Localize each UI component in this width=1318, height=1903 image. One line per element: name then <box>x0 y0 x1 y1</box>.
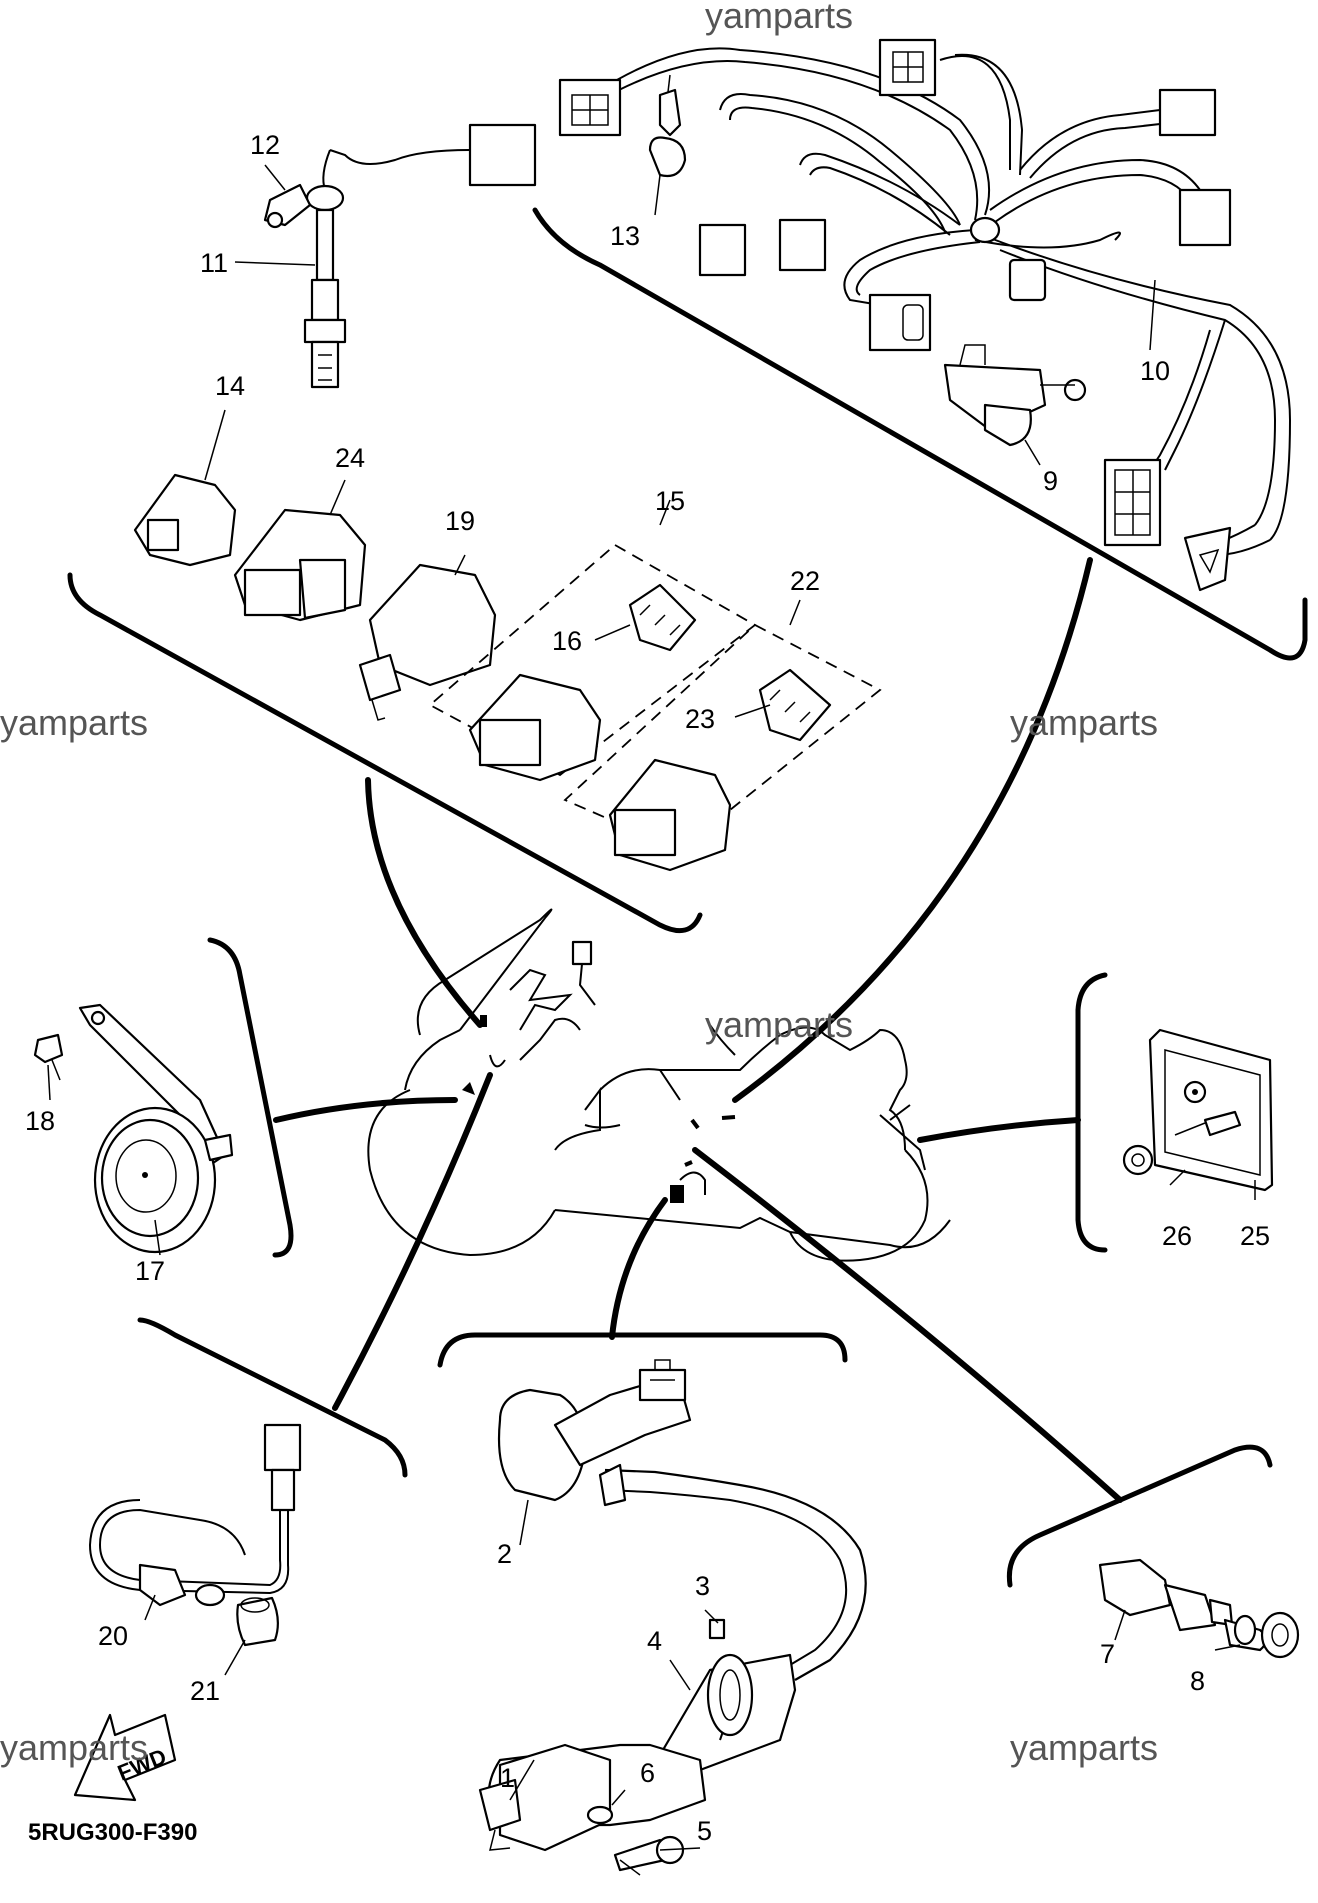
part-label-18: 18 <box>25 1106 55 1136</box>
leader-lamp <box>917 1117 1081 1143</box>
part-label-25: 25 <box>1240 1221 1270 1251</box>
watermark: yamparts <box>1010 702 1158 743</box>
part-label-21: 21 <box>190 1676 220 1706</box>
leader-wire <box>332 1072 493 1411</box>
wiring-harness-icon <box>329 38 1292 592</box>
group-panel-coil <box>437 1332 848 1368</box>
part-label-2: 2 <box>497 1539 512 1569</box>
group-panel-wire <box>137 1317 408 1478</box>
part-label-7: 7 <box>1100 1639 1115 1669</box>
part-label-4: 4 <box>647 1626 662 1656</box>
part-label-12: 12 <box>250 130 280 160</box>
part-label-8: 8 <box>1190 1666 1205 1696</box>
watermark: yamparts <box>0 702 148 743</box>
leader-sender <box>692 1147 1123 1503</box>
ignition-coil-icon <box>478 1359 867 1876</box>
watermark: yamparts <box>705 0 853 36</box>
o2-sensor-icon <box>263 149 347 389</box>
group-panel-harness <box>532 207 1308 661</box>
part-label-23: 23 <box>685 704 715 734</box>
part-label-10: 10 <box>1140 356 1170 386</box>
sensor-icon <box>943 344 1087 447</box>
lamp-icon <box>1122 1028 1274 1192</box>
callout-lines <box>47 164 1256 1851</box>
part-label-24: 24 <box>335 443 365 473</box>
part-label-1: 1 <box>500 1763 515 1793</box>
watermark: yamparts <box>1010 1727 1158 1768</box>
part-label-11: 11 <box>200 248 228 278</box>
lead-wire-icon <box>88 1423 302 1647</box>
part-label-6: 6 <box>640 1758 655 1788</box>
part-label-3: 3 <box>695 1571 710 1601</box>
relay-icon <box>133 473 882 872</box>
part-label-9: 9 <box>1043 466 1058 496</box>
leader-horn <box>273 1097 458 1123</box>
group-panel-relays <box>67 572 703 934</box>
leader-relays <box>365 777 483 1028</box>
part-label-5: 5 <box>697 1816 712 1846</box>
part-label-20: 20 <box>98 1621 128 1651</box>
part-label-15: 15 <box>655 486 685 516</box>
clamp-icon <box>648 74 687 178</box>
diagram-code: 5RUG300-F390 <box>28 1819 197 1846</box>
watermark: yamparts <box>705 1004 853 1045</box>
leader-coil <box>609 1197 668 1340</box>
part-label-22: 22 <box>790 566 820 596</box>
watermarks: yamparts yamparts yamparts yamparts yamp… <box>0 0 1158 1768</box>
part-label-19: 19 <box>445 506 475 536</box>
part-label-14: 14 <box>215 371 245 401</box>
part-labels: 1 2 3 4 5 6 7 8 9 10 11 12 13 14 15 16 1… <box>25 130 1270 1846</box>
group-panel-horn <box>207 937 294 1258</box>
part-label-13: 13 <box>610 221 640 251</box>
part-label-26: 26 <box>1162 1221 1192 1251</box>
group-panel-lamp <box>1075 972 1108 1253</box>
horn-icon <box>33 1003 234 1254</box>
watermark: yamparts <box>0 1727 148 1768</box>
part-label-17: 17 <box>135 1256 165 1286</box>
leader-harness <box>732 557 1093 1103</box>
part-label-16: 16 <box>552 626 582 656</box>
temperature-sender-icon <box>1098 1558 1300 1659</box>
motorcycle-silhouette-icon <box>367 908 951 1262</box>
group-panel-sender <box>1006 1444 1273 1588</box>
